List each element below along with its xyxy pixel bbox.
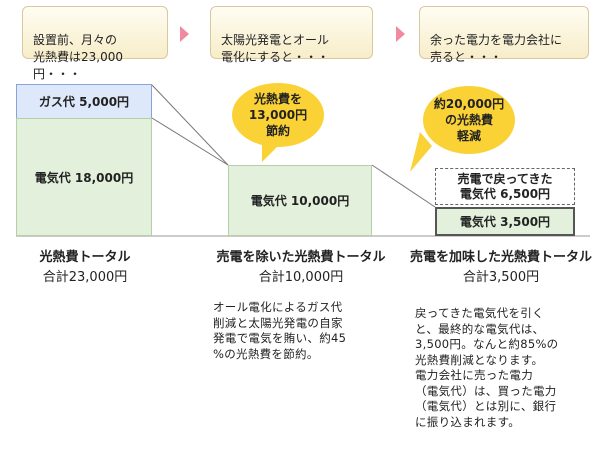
step-1-text: 設置前、月々の 光熱費は23,000円・・・: [33, 33, 123, 81]
electric-cost-label-before: 電気代 18,000円: [34, 170, 134, 185]
savings-bubble-2-text: 約20,000円 の光熱費 軽減: [433, 97, 505, 143]
column-2-total: 合計10,000円: [258, 270, 344, 285]
returned-electricity-label: 売電で戻ってきた 電気代 6,500円: [457, 171, 553, 201]
returned-electricity-box: 売電で戻ってきた 電気代 6,500円: [435, 168, 575, 205]
column-1-total: 合計23,000円: [42, 270, 128, 285]
savings-bubble-2: 約20,000円 の光熱費 軽減: [423, 86, 515, 154]
electric-cost-bar-solar: 電気代 10,000円: [228, 165, 372, 236]
savings-bubble-1: 光熱費を 13,000円 節約: [232, 83, 324, 147]
step-1-box: 設置前、月々の 光熱費は23,000円・・・: [22, 6, 168, 81]
electric-cost-bar-before: 電気代 18,000円: [16, 118, 152, 236]
electric-cost-bar-after: 電気代 3,500円: [435, 207, 575, 236]
gas-cost-label: ガス代 5,000円: [38, 95, 130, 109]
column-2-title: 売電を除いた光熱費トータル: [216, 250, 386, 265]
step-arrow-2: [396, 26, 405, 42]
electric-cost-label-solar: 電気代 10,000円: [250, 194, 350, 208]
column-3-total: 合計3,500円: [462, 270, 540, 285]
column-1-title: 光熱費トータル: [39, 250, 131, 265]
step-2-text: 太陽光発電とオール 電化にすると・・・: [221, 33, 330, 64]
gas-cost-bar: ガス代 5,000円: [16, 84, 152, 119]
column-3-description: 戻ってきた電気代を引く と、最終的な電気代は、 3,500円。なんと約85%の …: [415, 306, 559, 429]
electric-cost-label-after: 電気代 3,500円: [459, 215, 551, 229]
step-arrow-1: [180, 26, 189, 42]
step-2-box: 太陽光発電とオール 電化にすると・・・: [210, 6, 373, 64]
column-2-description: オール電化によるガス代 削減と太陽光発電の自家 発電で電気を賄い、約45 %の光…: [213, 300, 347, 361]
step-3-box: 余った電力を電力会社に 売ると・・・: [419, 6, 589, 64]
savings-bubble-1-text: 光熱費を 13,000円 節約: [248, 92, 308, 138]
column-3-title: 売電を加味した光熱費トータル: [409, 250, 592, 265]
step-3-text: 余った電力を電力会社に 売ると・・・: [430, 33, 563, 64]
